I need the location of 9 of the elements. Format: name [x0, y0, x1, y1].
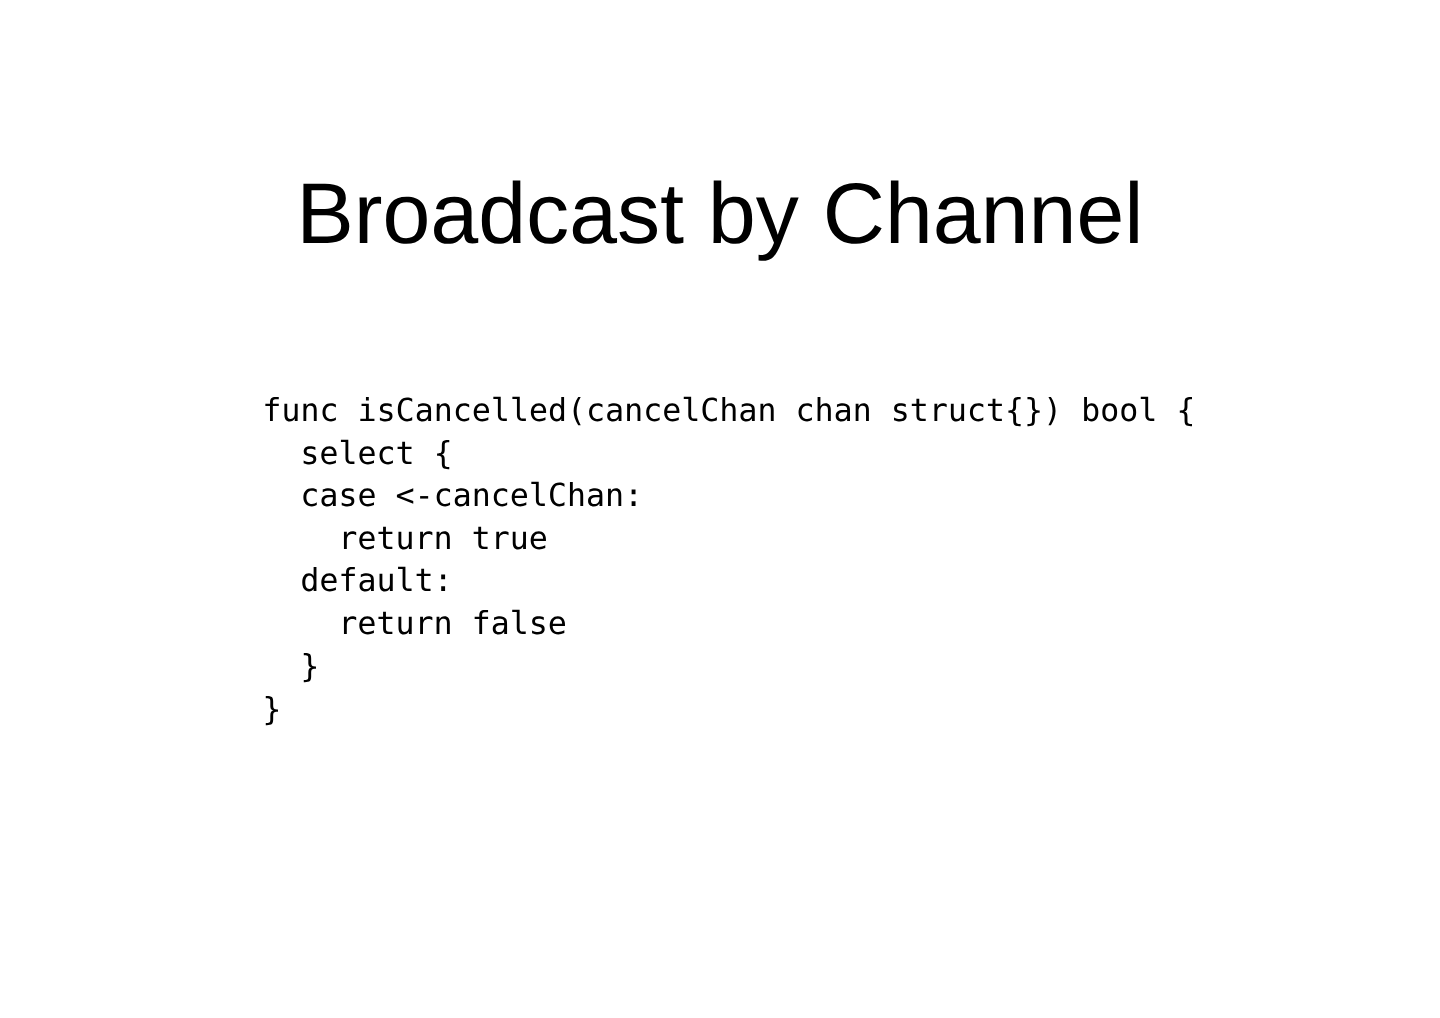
code-line: func isCancelled(cancelChan chan struct{}) bool { — [265, 396, 1192, 427]
code-line: return true — [343, 526, 546, 550]
code-line: default: — [302, 566, 446, 592]
code-line: } — [303, 652, 316, 683]
code-line: select { — [303, 439, 450, 470]
code-line: } — [265, 695, 278, 726]
code-line: return false — [343, 609, 565, 635]
slide-title: Broadcast by Channel — [303, 180, 1138, 261]
code-line: case <-cancelChan: — [303, 481, 636, 507]
